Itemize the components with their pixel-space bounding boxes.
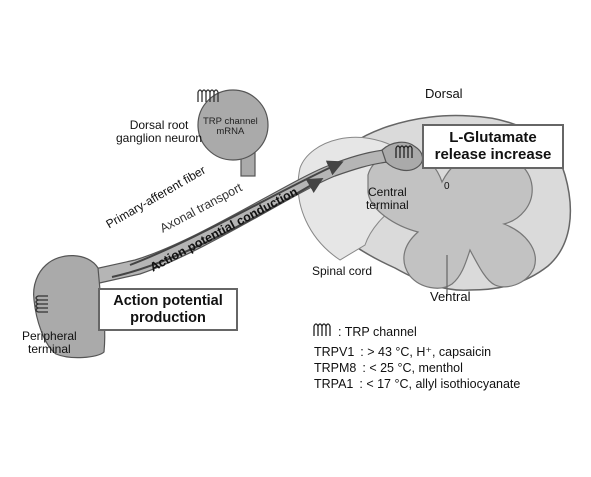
- legend-trp-label: : TRP channel: [338, 325, 417, 339]
- trp-channel-icon-peripheral: [35, 295, 48, 313]
- legend-item-desc: : < 17 °C, allyl isothiocyanate: [359, 377, 521, 391]
- dorsal-label: Dorsal: [425, 86, 463, 101]
- peripheral-terminal-label: Peripheral terminal: [22, 329, 77, 357]
- legend-item-desc: : < 25 °C, menthol: [362, 361, 463, 375]
- legend-item: TRPA1 : < 17 °C, allyl isothiocyanate: [314, 376, 520, 392]
- legend-trp-icon: [313, 323, 331, 336]
- trp-channel-icon-central: [395, 145, 413, 158]
- legend-item-desc: : > 43 °C, H⁺, capsaicin: [360, 345, 492, 359]
- legend-item: TRPV1 : > 43 °C, H⁺, capsaicin: [314, 344, 520, 360]
- legend-item-name: TRPM8: [314, 361, 357, 375]
- glutamate-release-box: L-Glutamate release increase: [422, 124, 564, 169]
- action-potential-box: Action potential production: [98, 288, 238, 332]
- legend-item-name: TRPA1: [314, 377, 354, 391]
- peripheral-terminal: [33, 255, 106, 359]
- trp-mrna-label: TRP channel mRNA: [203, 116, 258, 138]
- trp-channel-icon-cellbody: [197, 89, 219, 102]
- central-terminal-label: Central terminal: [366, 185, 409, 213]
- axonal-transport-arrow: [129, 160, 344, 266]
- action-potential-arrow: [111, 177, 324, 278]
- drg-neuron-label: Dorsal root ganglion neuron: [116, 118, 203, 146]
- legend-item: TRPM8 : < 25 °C, menthol: [314, 360, 520, 376]
- gray-matter-butterfly: [367, 151, 536, 289]
- ventral-label: Ventral: [430, 289, 471, 304]
- spinal-cord-label: Spinal cord: [312, 264, 373, 278]
- drg-cell-body: [197, 89, 269, 161]
- central-canal-label: 0: [444, 181, 450, 192]
- legend-item-name: TRPV1: [314, 345, 355, 359]
